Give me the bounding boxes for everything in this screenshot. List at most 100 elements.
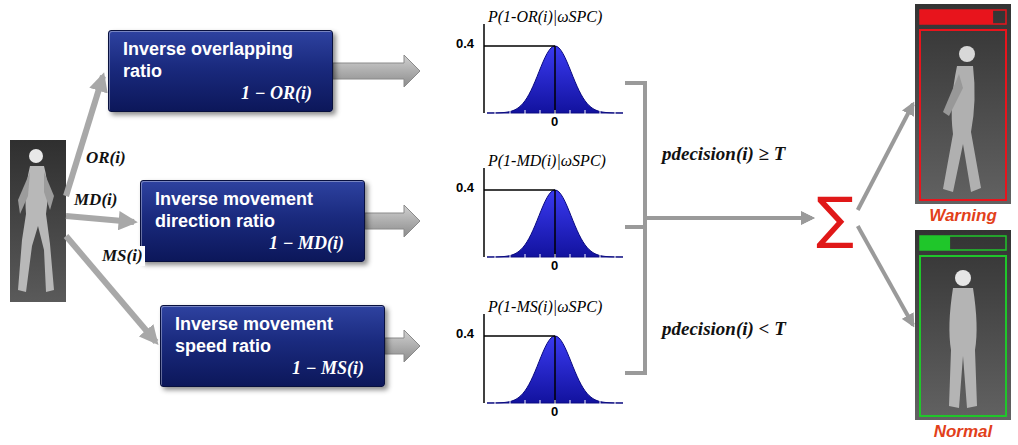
distribution-plot: P(1-MD(i)|ωSPC) 0.4 0 (420, 152, 625, 274)
block-arrow (365, 205, 420, 237)
axis-tick (510, 110, 511, 114)
image-ground (915, 230, 1011, 420)
distribution-plot: P(1-MS(i)|ωSPC) 0.4 0 (420, 298, 625, 420)
block-arrow (333, 55, 420, 87)
axis-tick (570, 254, 571, 258)
axis-tick (525, 110, 526, 114)
input-arrow (66, 76, 103, 196)
figure-head (955, 270, 971, 286)
result-image: Warning (913, 4, 1013, 226)
merge-connector (625, 218, 812, 373)
axis-tick (585, 254, 586, 258)
axis-tick (585, 400, 586, 404)
gaussian-curve (487, 46, 623, 113)
axis-tick (555, 400, 556, 404)
score-bar-frame (920, 10, 1006, 24)
plot-title: P(1-OR(i)|ωSPC) (488, 8, 602, 26)
axis-tick (540, 110, 541, 114)
axis-tick (555, 110, 556, 114)
axis-tick (615, 110, 616, 114)
thermal-image (913, 4, 1013, 204)
status-text: Normal (913, 422, 1013, 442)
y-axis (483, 168, 485, 257)
axis-value: 0.4 (456, 180, 474, 195)
axis-value: 0.4 (456, 36, 474, 51)
box-heading: Inverse movement direction ratio (155, 188, 352, 232)
decision-arrow (858, 104, 913, 210)
axis-tick (525, 254, 526, 258)
axis-tick (555, 254, 556, 258)
y-axis (483, 24, 485, 113)
y-axis (483, 314, 485, 403)
figure-body (949, 288, 977, 408)
block-arrow (385, 330, 420, 362)
distribution-plot: P(1-OR(i)|ωSPC) 0.4 0 (420, 8, 625, 130)
figure-body (943, 66, 981, 192)
sum-node: ∑ (812, 188, 858, 248)
axis-tick (615, 400, 616, 404)
box-formula: 1 − MS(i) (175, 357, 372, 379)
axis-tick (540, 254, 541, 258)
axis-tick (510, 254, 511, 258)
decision-condition: pdecision(i) < T (660, 318, 788, 340)
axis-value: 0 (551, 114, 558, 129)
score-bar (920, 10, 993, 24)
process-box: Inverse movement speed ratio1 − MS(i) (160, 305, 385, 387)
detection-box (920, 256, 1006, 416)
input-arrow (66, 236, 156, 342)
sum-symbol: ∑ (816, 188, 854, 248)
axis-tick (495, 254, 496, 258)
box-heading: Inverse overlapping ratio (123, 38, 320, 82)
score-bar (920, 236, 950, 250)
axis-tick (525, 400, 526, 404)
figure-head (959, 46, 975, 62)
figure-arm (943, 74, 963, 116)
axis-tick (600, 110, 601, 114)
axis-tick (585, 110, 586, 114)
signal-label: MS(i) (100, 246, 145, 266)
status-text: Warning (913, 206, 1013, 226)
axis-tick (510, 400, 511, 404)
decision-arrow (858, 226, 913, 325)
axis-tick (495, 110, 496, 114)
result-image: Normal (913, 230, 1013, 442)
score-bar-frame (920, 236, 1006, 250)
center-line (554, 46, 556, 113)
box-heading: Inverse movement speed ratio (175, 313, 372, 357)
signal-label: OR(i) (84, 148, 128, 168)
axis-value: 0 (551, 258, 558, 273)
axis-tick (600, 254, 601, 258)
image-ground (915, 4, 1011, 204)
gaussian-plot (420, 152, 625, 274)
axis-value: 0 (551, 404, 558, 419)
process-box: Inverse movement direction ratio1 − MD(i… (140, 180, 365, 262)
plot-title: P(1-MD(i)|ωSPC) (488, 152, 606, 170)
box-formula: 1 − OR(i) (123, 82, 320, 104)
axis-tick (495, 400, 496, 404)
decision-condition: pdecision(i) ≥ T (660, 143, 787, 165)
merge-connector (625, 83, 812, 218)
box-formula: 1 − MD(i) (155, 232, 352, 254)
center-line (554, 190, 556, 257)
peak-level-line (484, 189, 555, 191)
signal-label: MD(i) (72, 190, 119, 210)
gaussian-plot (420, 298, 625, 420)
input-arrow (66, 216, 134, 222)
gaussian-plot (420, 8, 625, 130)
thermal-image (913, 230, 1013, 420)
axis-tick (600, 400, 601, 404)
axis-tick (540, 400, 541, 404)
axis-tick (570, 110, 571, 114)
detection-box (920, 30, 1006, 200)
peak-level-line (484, 45, 555, 47)
pedestrian-image (10, 140, 66, 302)
axis-tick (570, 400, 571, 404)
gaussian-curve (487, 190, 623, 257)
peak-level-line (484, 335, 555, 337)
process-box: Inverse overlapping ratio1 − OR(i) (108, 30, 333, 112)
axis-value: 0.4 (456, 326, 474, 341)
axis-tick (615, 254, 616, 258)
center-line (554, 336, 556, 403)
gaussian-curve (487, 336, 623, 403)
plot-title: P(1-MS(i)|ωSPC) (488, 298, 602, 316)
